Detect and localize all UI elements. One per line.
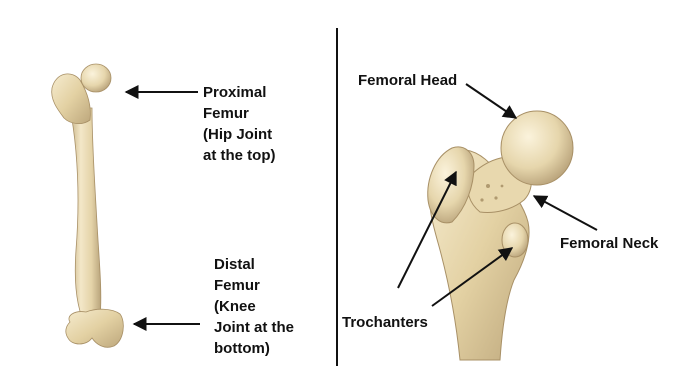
label-line: Distal xyxy=(214,254,294,275)
proximal-femur-label: Proximal Femur (Hip Joint at the top) xyxy=(203,82,276,166)
label-line: Proximal xyxy=(203,82,276,103)
femur-shaft xyxy=(70,108,101,318)
label-line: Joint at the xyxy=(214,317,294,338)
label-line: (Hip Joint xyxy=(203,124,276,145)
femoral-head-small xyxy=(81,64,111,92)
femoral-neck-label: Femoral Neck xyxy=(560,233,658,254)
femoral-neck-arrow xyxy=(534,196,597,230)
distal-femur-label: Distal Femur (Knee Joint at the bottom) xyxy=(214,254,294,359)
femoral-head-arrow xyxy=(466,84,516,118)
femoral-head-label: Femoral Head xyxy=(358,70,457,91)
label-line: bottom) xyxy=(214,338,294,359)
trochanters-label: Trochanters xyxy=(342,312,428,333)
proximal-femur-illustration xyxy=(428,111,573,360)
distal-condyles xyxy=(66,309,124,347)
label-line: Femur xyxy=(214,275,294,296)
label-line: at the top) xyxy=(203,145,276,166)
full-femur-illustration xyxy=(52,64,124,347)
femoral-head-large xyxy=(501,111,573,185)
label-line: Femur xyxy=(203,103,276,124)
label-line: (Knee xyxy=(214,296,294,317)
